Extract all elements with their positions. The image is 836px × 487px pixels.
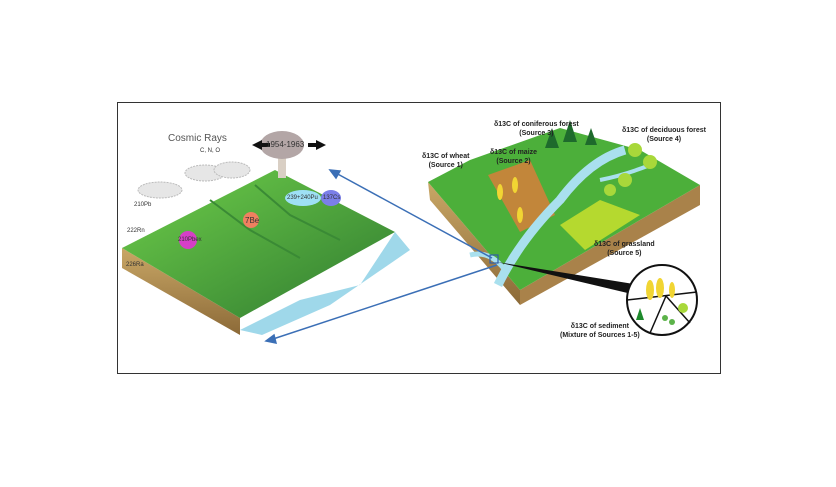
ra226-label: 226Ra xyxy=(126,262,144,268)
source-1-label: δ13C of wheat (Source 1) xyxy=(422,152,469,170)
pb210-air-label: 210Pb xyxy=(134,202,152,208)
source-number: (Source 2) xyxy=(496,158,531,165)
be7-label: 7Be xyxy=(245,216,260,225)
pu-marker xyxy=(285,190,321,206)
clouds xyxy=(137,161,251,199)
zoom-pointer xyxy=(497,262,640,295)
rn222-label: 222Rn xyxy=(127,228,145,234)
sediment-label: δ13C of sediment (Mixture of Sources 1-5) xyxy=(560,322,640,340)
source-label: δ13C of deciduous forest xyxy=(622,127,706,134)
source-4-label: δ13C of deciduous forest (Source 4) xyxy=(622,126,706,144)
sediment-source: (Mixture of Sources 1-5) xyxy=(560,332,640,339)
pb210-marker xyxy=(179,231,197,249)
source-label: δ13C of wheat xyxy=(422,153,470,160)
mushroom-cloud xyxy=(260,131,304,178)
source-label: δ13C of coniferous forest xyxy=(494,121,579,128)
source-3-label: δ13C of coniferous forest (Source 3) xyxy=(494,120,579,138)
source-2-label: δ13C of maize (Source 2) xyxy=(490,148,537,166)
source-number: (Source 1) xyxy=(428,162,463,169)
pb210-label: 210Pbex xyxy=(178,237,202,243)
sediment-pie xyxy=(626,264,698,336)
sediment-title: δ13C of sediment xyxy=(570,323,630,330)
pu-label: 239+240Pu xyxy=(287,195,318,201)
cs137-label: 137Cs xyxy=(323,195,341,201)
be7-marker xyxy=(243,212,259,228)
source-5-label: δ13C of grassland (Source 5) xyxy=(594,240,655,258)
years-label: 1954-1963 xyxy=(266,140,305,149)
source-label: δ13C of grassland xyxy=(594,241,655,248)
hillslope-block xyxy=(122,170,410,335)
source-number: (Source 5) xyxy=(607,250,642,257)
cosmic-rays-label: Cosmic Rays xyxy=(168,133,227,144)
dispersal-arrows xyxy=(252,140,326,150)
source-number: (Source 3) xyxy=(519,130,554,137)
cno-label: C, N, O xyxy=(200,148,221,154)
source-label: δ13C of maize xyxy=(490,149,538,156)
cs137-marker xyxy=(321,190,341,206)
link-arrows xyxy=(264,169,498,344)
source-number: (Source 4) xyxy=(646,136,682,143)
